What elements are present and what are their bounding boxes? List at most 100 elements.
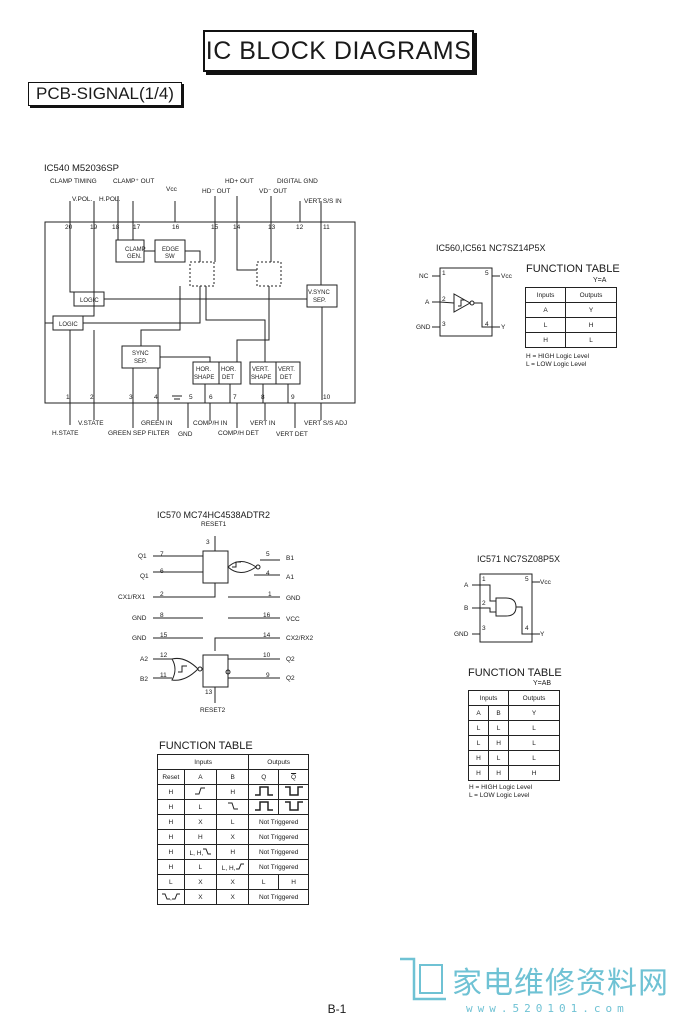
watermark-text: 家电维修资料网 bbox=[452, 966, 669, 1001]
ic540-label-vert-ss-in: VERT S/S IN bbox=[304, 198, 342, 205]
ic540-pin-20: 20 bbox=[65, 224, 73, 231]
ic570-label-q1: Q1 bbox=[140, 573, 149, 580]
ic540-pin-5: 5 bbox=[189, 394, 193, 401]
svg-text:HOR.: HOR. bbox=[221, 367, 236, 373]
ic540-title: IC540 M52036SP bbox=[44, 163, 119, 174]
ic560-pin-num-3: 3 bbox=[442, 321, 446, 328]
ic540-label-vd-minus: VD⁻ OUT bbox=[259, 188, 287, 195]
ic570-pin-10: 10 bbox=[263, 652, 271, 659]
ic570-reset1: RESET1 bbox=[201, 521, 227, 528]
ft-cell: H bbox=[467, 765, 490, 781]
page-title: IC BLOCK DIAGRAMS bbox=[203, 30, 474, 72]
ic570-pin-9: 9 bbox=[266, 672, 270, 679]
svg-text:SHAPE: SHAPE bbox=[251, 375, 271, 381]
ic570-label-q1-bar: Q1 bbox=[138, 553, 147, 560]
ic570-label-b1: B1 bbox=[286, 555, 294, 562]
ft-cell-text: L, H, bbox=[221, 864, 236, 872]
ic571-pin-a: A bbox=[464, 582, 469, 589]
svg-text:DET: DET bbox=[222, 375, 234, 381]
ft-cell: L bbox=[508, 735, 560, 751]
ic560-pin-vcc: Vcc bbox=[501, 273, 512, 280]
ft-cell: X bbox=[216, 889, 250, 905]
ic540-pin-3: 3 bbox=[129, 394, 133, 401]
svg-text:HOR.: HOR. bbox=[196, 367, 211, 373]
ic560-legend-low: L = LOW Logic Level bbox=[526, 361, 587, 368]
ic571-pin-vcc: Vcc bbox=[540, 579, 551, 586]
ft-cell: L bbox=[488, 750, 510, 766]
ic560-pin-a: A bbox=[425, 299, 430, 306]
ic540-label-green-in: GREEN IN bbox=[141, 420, 173, 427]
ic570-reset2: RESET2 bbox=[200, 707, 226, 714]
ft-header: Outputs bbox=[508, 690, 560, 706]
ic540-label-clamp-timing: CLAMP TIMING bbox=[50, 178, 97, 185]
ic570-label-vcc: VCC bbox=[286, 616, 300, 623]
ft-header: Inputs bbox=[467, 690, 510, 706]
svg-text:SEP.: SEP. bbox=[134, 359, 147, 365]
ic570-label-q2-bar: Q2 bbox=[286, 675, 295, 682]
ic570-label-q2: Q2 bbox=[286, 656, 295, 663]
ic570-pin-7: 7 bbox=[160, 551, 164, 558]
ic540-pin-15: 15 bbox=[211, 224, 219, 231]
ic570-pin-8: 8 bbox=[160, 612, 164, 619]
ft-cell: L bbox=[467, 735, 490, 751]
ic570-label-cx2: CX2/RX2 bbox=[286, 635, 314, 642]
page-number: B-1 bbox=[327, 1002, 347, 1016]
ic540-pin-11: 11 bbox=[323, 224, 330, 231]
ic571-pin-gnd: GND bbox=[454, 631, 469, 638]
ic570-pin-2: 2 bbox=[160, 591, 164, 598]
svg-text:LOGIC: LOGIC bbox=[59, 322, 78, 328]
ft-cell-text: , bbox=[169, 894, 172, 902]
ic560-pin-nc: NC bbox=[419, 273, 429, 280]
ic560-pin-num-4: 4 bbox=[485, 321, 489, 328]
ic570-title: IC570 MC74HC4538ADTR2 bbox=[157, 510, 271, 520]
ic570-pin-11: 11 bbox=[160, 672, 167, 679]
ic540-pin-6: 6 bbox=[209, 394, 213, 401]
ft-cell: , bbox=[157, 889, 185, 905]
ic570-label-gnd-15: GND bbox=[132, 635, 147, 642]
ic571-pin-num-2: 2 bbox=[482, 600, 486, 607]
ic540-label-green-sep-filter: GREEN SEP FILTER bbox=[108, 430, 170, 437]
ic570-pin-14: 14 bbox=[263, 632, 271, 639]
ic571-pin-num-5: 5 bbox=[525, 576, 529, 583]
ic570-function-table: Inputs Outputs Reset A B Q Q H H H L H X… bbox=[156, 754, 309, 905]
ic560-function-table-title: FUNCTION TABLE bbox=[526, 263, 620, 275]
ic571-equation: Y=AB bbox=[533, 680, 552, 687]
ic571-pin-y: Y bbox=[540, 631, 545, 638]
ic560-legend-high: H = HIGH Logic Level bbox=[526, 353, 590, 360]
ic560-pin-num-5: 5 bbox=[485, 270, 489, 277]
ic540-label-comph-det: COMP/H DET bbox=[218, 430, 259, 437]
ic540-pin-8: 8 bbox=[261, 394, 265, 401]
ic570-pin-4: 4 bbox=[266, 570, 270, 577]
ic570-label-a1: A1 bbox=[286, 574, 294, 581]
svg-text:VERT.: VERT. bbox=[252, 367, 269, 373]
ic540-label-vcc: Vcc bbox=[166, 186, 177, 193]
ft-cell: L bbox=[467, 720, 490, 736]
ic571-pin-num-3: 3 bbox=[482, 625, 486, 632]
ic570-label-b2: B2 bbox=[140, 676, 148, 683]
ic540-label-digital-gnd: DIGITAL GND bbox=[277, 178, 318, 185]
ic570-label-a2: A2 bbox=[140, 656, 148, 663]
ic540-pin-14: 14 bbox=[233, 224, 241, 231]
ic560-pin-num-2: 2 bbox=[442, 296, 446, 303]
ic560-pin-y: Y bbox=[501, 324, 506, 331]
svg-text:SW: SW bbox=[165, 254, 175, 260]
svg-text:SEP.: SEP. bbox=[313, 298, 326, 304]
svg-text:SYNC: SYNC bbox=[132, 351, 149, 357]
ic560-title: IC560,IC561 NC7SZ14P5X bbox=[436, 243, 546, 253]
section-title: PCB-SIGNAL(1/4) bbox=[28, 82, 182, 106]
ic540-label-comph-in: COMP/H IN bbox=[193, 420, 228, 427]
ft-cell: L bbox=[488, 720, 510, 736]
ic540-pin-17: 17 bbox=[133, 224, 141, 231]
ic540-pin-19: 19 bbox=[90, 224, 98, 231]
ic540-label-vert-ss-adj: VERT S/S ADJ bbox=[304, 420, 348, 427]
ic540-label-hpol: H.POL. bbox=[99, 196, 121, 203]
ic570-function-table-title: FUNCTION TABLE bbox=[159, 740, 253, 752]
ft-cell: X bbox=[183, 889, 218, 905]
ic540-pin-7: 7 bbox=[233, 394, 237, 401]
ic540-pin-18: 18 bbox=[112, 224, 120, 231]
ic540-pin-10: 10 bbox=[323, 394, 331, 401]
ic571-legend-low: L = LOW Logic Level bbox=[469, 792, 530, 799]
ic540-label-gnd: GND bbox=[178, 431, 193, 438]
